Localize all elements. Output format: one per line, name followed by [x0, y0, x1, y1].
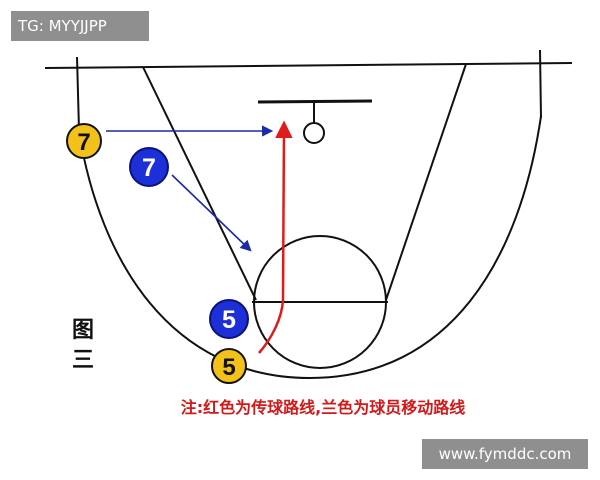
left-corner-mark: [76, 56, 80, 131]
backboard: [257, 99, 373, 104]
player-yellow-7: 7: [66, 123, 102, 159]
pass-route: [258, 120, 293, 354]
legend-note: 注:红色为传球路线,兰色为球员移动路线: [180, 398, 466, 417]
lane-line-right: [385, 63, 467, 301]
watermark-bottom: www.fymddc.com: [422, 439, 588, 469]
player-yellow-5-label: 5: [222, 354, 235, 381]
player-blue-5: 5: [209, 299, 249, 339]
player-yellow-5: 5: [211, 348, 247, 384]
player-blue-7: 7: [129, 147, 169, 187]
figure-label: 图 三: [71, 318, 94, 373]
player-blue-5-label: 5: [222, 306, 236, 334]
move-route-blue-7: [171, 174, 252, 252]
three-point-arc: [78, 115, 542, 380]
player-blue-7-label: 7: [142, 154, 156, 182]
watermark-top: TG: MYYJJPP: [11, 11, 149, 41]
hoop: [303, 122, 325, 144]
right-corner-mark: [539, 49, 542, 119]
baseline: [44, 62, 573, 69]
player-yellow-7-label: 7: [77, 129, 90, 156]
lane-line-left: [142, 66, 257, 301]
